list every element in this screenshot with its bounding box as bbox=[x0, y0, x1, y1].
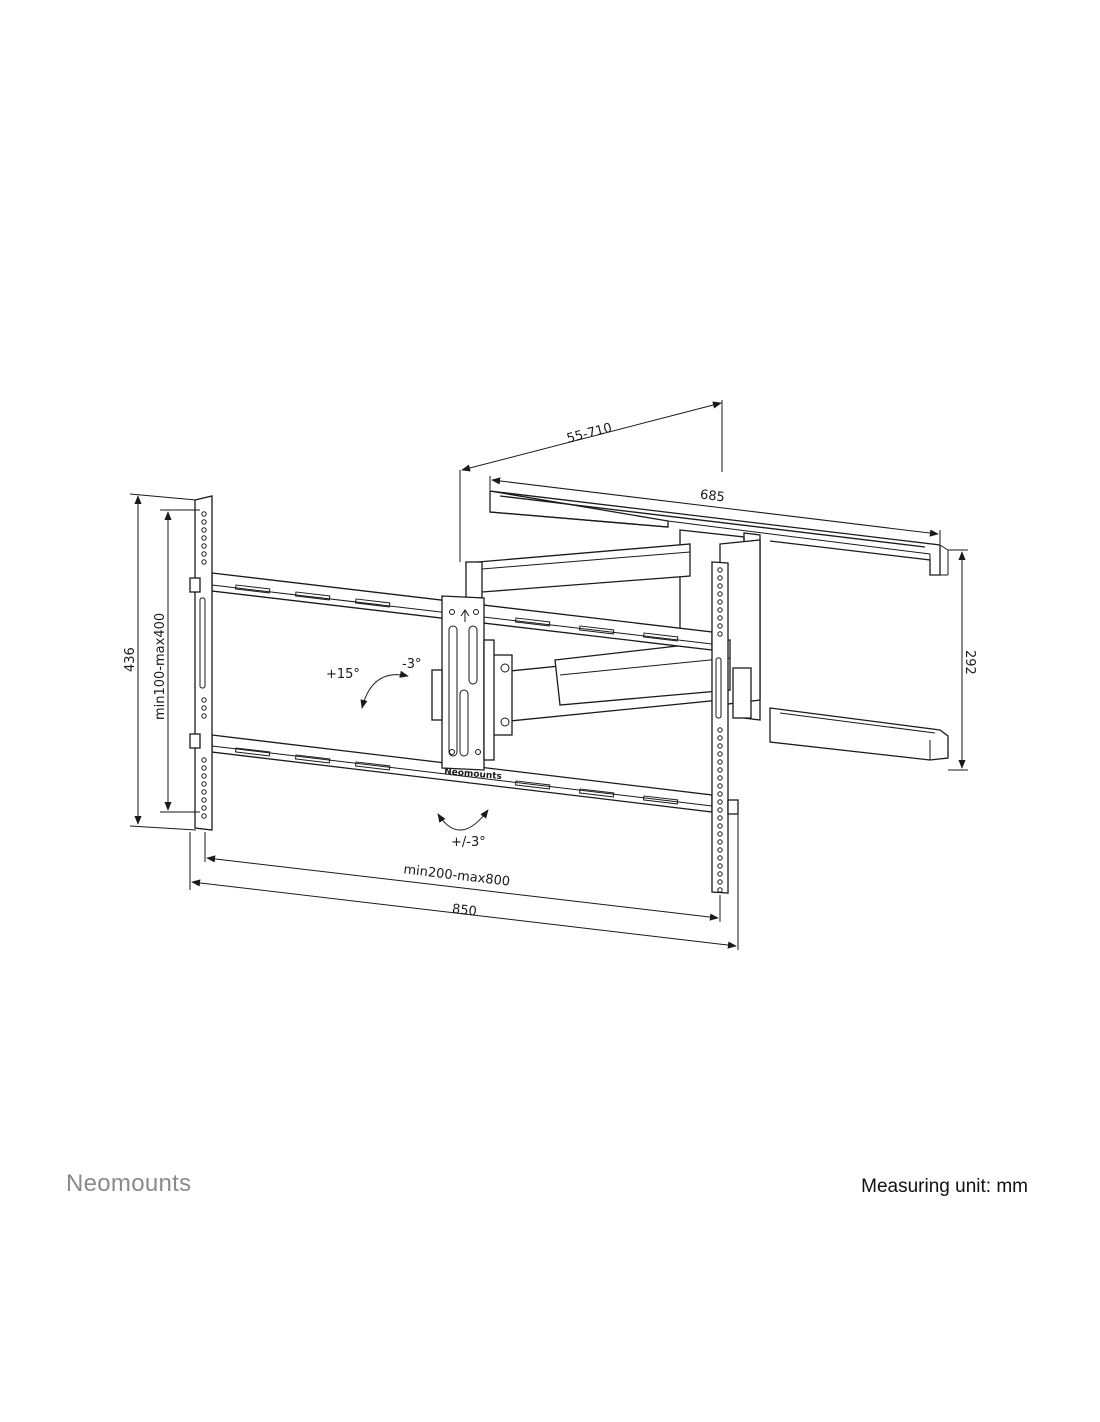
total-width-label: 850 bbox=[451, 902, 477, 920]
mounting-hole bbox=[717, 831, 723, 837]
rotation-indicator: +/-3° bbox=[437, 809, 489, 850]
dimension-wall-plate-height: 292 bbox=[948, 549, 977, 771]
tv-bracket: Neomounts bbox=[189, 495, 739, 894]
mounting-hole bbox=[717, 783, 723, 789]
dimension-total-height: 436 bbox=[123, 493, 197, 831]
mounting-hole bbox=[717, 599, 723, 605]
mounting-hole bbox=[717, 775, 723, 781]
wall-plate-height-label: 292 bbox=[962, 650, 977, 675]
depth-label: 55-710 bbox=[565, 421, 613, 447]
mounting-hole bbox=[201, 757, 207, 763]
dimension-total-width: 850 bbox=[189, 814, 739, 950]
mounting-hole bbox=[201, 535, 207, 541]
bar-slots bbox=[234, 584, 679, 805]
mounting-hole bbox=[201, 527, 207, 533]
center-plate bbox=[431, 595, 495, 771]
mounting-hole bbox=[717, 567, 723, 573]
mounting-hole bbox=[717, 759, 723, 765]
mounting-hole bbox=[201, 705, 207, 711]
mounting-hole bbox=[717, 807, 723, 813]
mounting-hole bbox=[717, 615, 723, 621]
mounting-hole bbox=[717, 631, 723, 637]
mounting-hole bbox=[717, 607, 723, 613]
mounting-hole bbox=[201, 519, 207, 525]
left-vertical-strip bbox=[189, 495, 213, 831]
mounting-hole bbox=[717, 735, 723, 741]
mounting-hole bbox=[201, 797, 207, 803]
mounting-hole bbox=[201, 543, 207, 549]
total-height-label: 436 bbox=[123, 647, 138, 672]
rotation-label: +/-3° bbox=[451, 835, 486, 850]
mounting-hole bbox=[717, 727, 723, 733]
mounting-hole bbox=[201, 789, 207, 795]
mounting-hole bbox=[201, 781, 207, 787]
mounting-hole bbox=[201, 697, 207, 703]
tilt-indicator: +15° -3° bbox=[326, 657, 421, 709]
wall-plate-width-label: 685 bbox=[699, 488, 725, 506]
mounting-hole bbox=[717, 791, 723, 797]
mounting-hole bbox=[201, 765, 207, 771]
mounting-hole bbox=[201, 713, 207, 719]
vesa-horizontal-label: min200-max800 bbox=[403, 862, 511, 889]
mounting-hole bbox=[717, 575, 723, 581]
measuring-unit-label: Measuring unit: mm bbox=[861, 1176, 1028, 1197]
mounting-hole bbox=[717, 847, 723, 853]
mounting-hole bbox=[717, 623, 723, 629]
mounting-hole bbox=[717, 823, 723, 829]
mounting-hole bbox=[201, 559, 207, 565]
mounting-hole bbox=[201, 805, 207, 811]
mounting-hole bbox=[717, 839, 723, 845]
mounting-hole bbox=[201, 773, 207, 779]
mounting-hole bbox=[717, 583, 723, 589]
mounting-hole bbox=[201, 551, 207, 557]
mounting-hole bbox=[717, 815, 723, 821]
vesa-vertical-label: min100-max400 bbox=[153, 613, 168, 720]
mounting-hole bbox=[717, 743, 723, 749]
mounting-hole bbox=[201, 813, 207, 819]
mounting-hole bbox=[717, 591, 723, 597]
dimension-vesa-vertical: min100-max400 bbox=[153, 509, 200, 813]
mounting-hole bbox=[717, 751, 723, 757]
tilt-up-label: +15° bbox=[326, 667, 360, 682]
dimension-wall-plate-width: 685 bbox=[489, 476, 941, 544]
mounting-hole bbox=[717, 799, 723, 805]
brand-logo: Neomounts bbox=[66, 1170, 192, 1197]
mounting-hole bbox=[717, 767, 723, 773]
mounting-hole bbox=[201, 511, 207, 517]
tilt-down-label: -3° bbox=[402, 657, 421, 672]
